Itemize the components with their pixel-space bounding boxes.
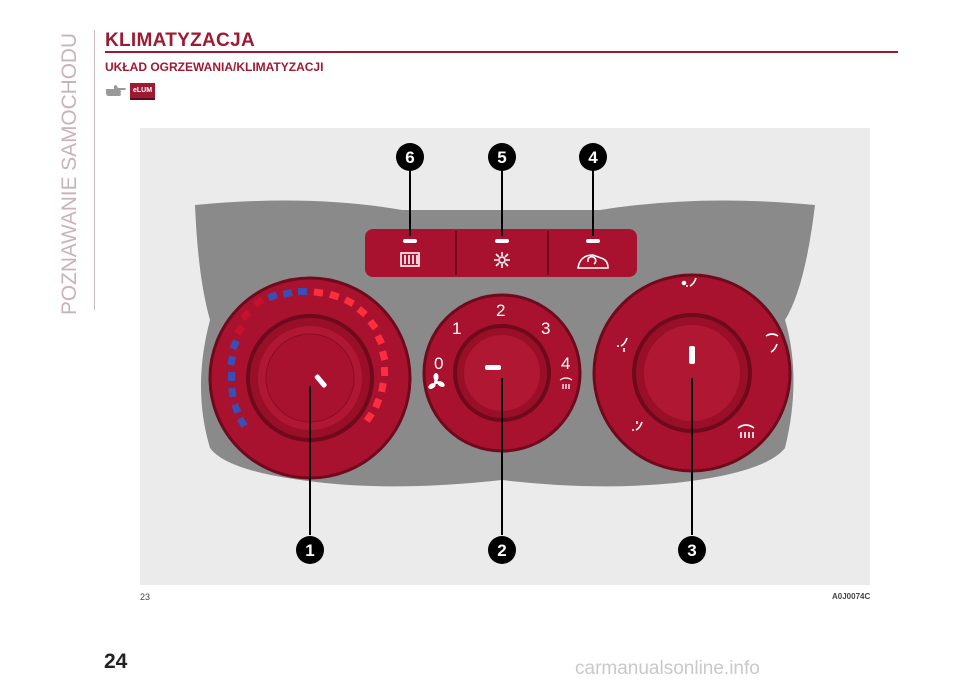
callout-4: 4 xyxy=(579,143,607,171)
air-feet-defrost-icon xyxy=(765,333,779,353)
air-face-feet-icon xyxy=(617,337,628,352)
callout-3: 3 xyxy=(678,536,706,564)
air-to-face-icon xyxy=(681,277,697,287)
button-strip xyxy=(365,229,637,277)
windscreen-defrost-icon xyxy=(737,424,755,438)
callout-5-number: 5 xyxy=(497,148,506,167)
fan-label-2: 2 xyxy=(496,301,505,320)
figure-code: A0J0074C xyxy=(832,592,871,601)
callout-4-number: 4 xyxy=(588,148,598,167)
callout-2: 2 xyxy=(488,536,516,564)
fan-icon xyxy=(428,373,445,389)
callout-5: 5 xyxy=(488,143,516,171)
fan-label-1: 1 xyxy=(452,319,461,338)
equipment-icons: eLUM xyxy=(105,82,156,100)
fan-label-4: 4 xyxy=(561,354,570,373)
temperature-knob xyxy=(208,276,412,480)
callout-1-number: 1 xyxy=(305,541,314,560)
page-subtitle: UKŁAD OGRZEWANIA/KLIMATYZACJI xyxy=(105,60,324,74)
fan-label-0: 0 xyxy=(434,354,443,373)
rear-defrost-icon xyxy=(400,252,420,267)
ac-compressor-icon xyxy=(494,252,510,268)
section-vertical-label: POZNAWANIE SAMOCHODU xyxy=(52,30,86,320)
air-recirculation-icon xyxy=(577,254,609,269)
air-to-feet-icon xyxy=(632,421,643,431)
section-vertical-text: POZNAWANIE SAMOCHODU xyxy=(58,33,81,315)
page-number: 24 xyxy=(104,650,128,673)
air-distribution-knob xyxy=(592,273,792,473)
climate-control-figure: 0 1 2 3 4 xyxy=(140,128,870,585)
page-title: KLIMATYZACJA xyxy=(105,30,255,51)
fan-speed-knob: 0 1 2 3 4 xyxy=(422,293,582,453)
climate-control-illustration: 0 1 2 3 4 xyxy=(195,143,815,564)
title-divider xyxy=(105,51,898,53)
temperature-scale xyxy=(227,288,389,428)
callout-lines xyxy=(309,169,693,535)
callout-6-number: 6 xyxy=(405,148,414,167)
callout-3-number: 3 xyxy=(687,541,696,560)
callout-2-number: 2 xyxy=(497,541,506,560)
elum-badge: eLUM xyxy=(130,82,156,100)
figure-number: 23 xyxy=(140,592,151,602)
side-divider xyxy=(94,30,95,310)
fan-label-3: 3 xyxy=(541,319,550,338)
callout-6: 6 xyxy=(396,143,424,171)
callout-1: 1 xyxy=(296,536,324,564)
pointing-hand-icon xyxy=(106,85,126,96)
defrost-icon xyxy=(559,377,573,389)
watermark: carmanualsonline.info xyxy=(575,658,760,679)
